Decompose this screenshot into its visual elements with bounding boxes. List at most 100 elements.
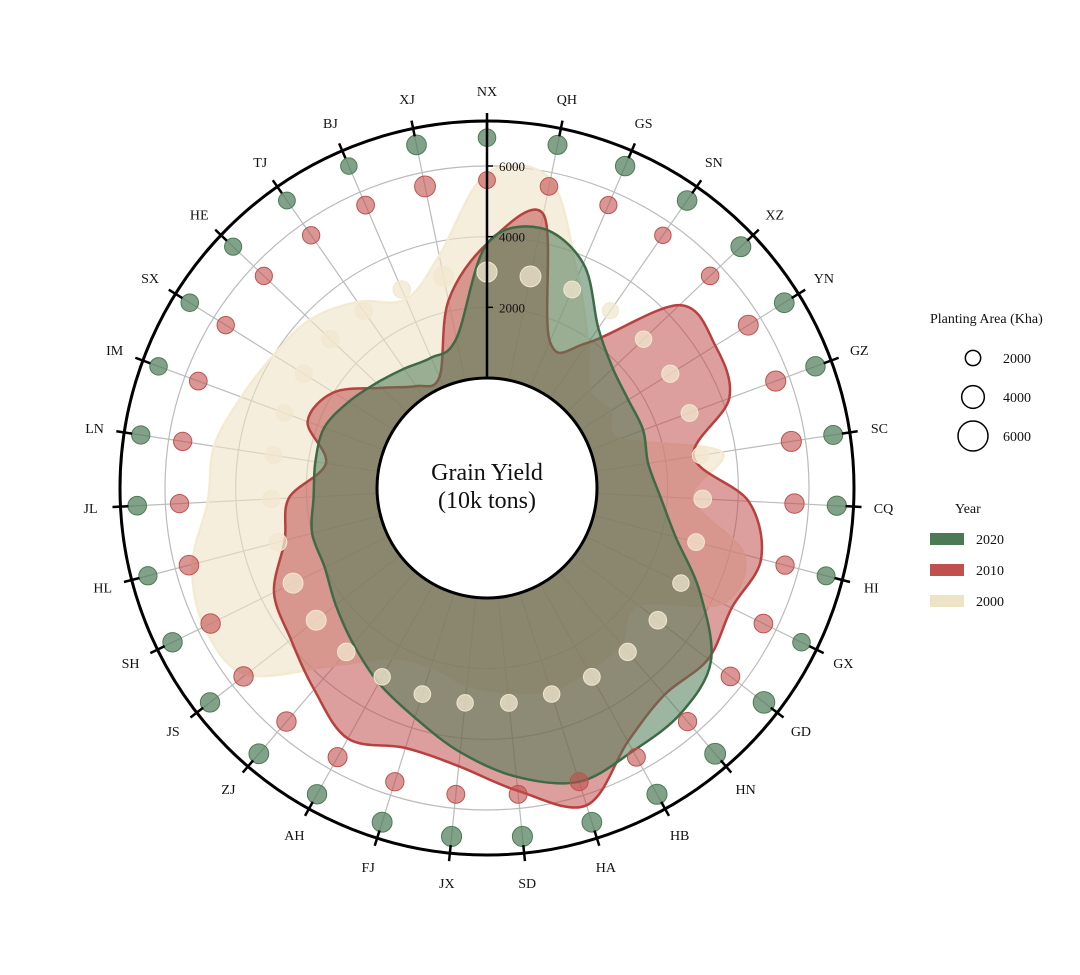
dot-2010-HB (626, 747, 646, 767)
dot-2000-HA (542, 685, 561, 703)
category-label-layer: NXQHGSSNXZYNGZSCCQHIGXGDHNHBHASDJXFJAHZJ… (84, 85, 894, 892)
dot-2010-ZJ (276, 711, 297, 732)
dot-2010-HI (775, 555, 795, 575)
dot-2000-HB (582, 667, 601, 686)
category-label-SD: SD (518, 877, 536, 892)
color-legend-label-2000: 2000 (976, 595, 1004, 610)
dot-2000-TJ (354, 301, 373, 320)
radial-tick-label-2000: 2000 (499, 300, 525, 315)
dot-2010-HN (677, 711, 698, 732)
radial-tick-label-4000: 4000 (499, 230, 525, 245)
dot-2000-GX (672, 574, 690, 592)
dot-2000-HN (618, 642, 637, 661)
dot-2020-JX (441, 825, 463, 848)
outer-tick-TJ (271, 179, 283, 195)
outer-tick-SC (841, 429, 858, 435)
color-legend-swatch-2020 (930, 533, 964, 545)
outer-tick-GD (770, 706, 785, 719)
dot-2000-XJ (432, 265, 455, 287)
dot-2020-GZ (805, 356, 826, 377)
color-legend-title: Year (955, 502, 981, 517)
outer-tick-JL (112, 504, 129, 509)
center-title-line1: Grain Yield (431, 460, 543, 486)
outer-tick-BJ (337, 142, 347, 159)
category-label-QH: QH (557, 93, 577, 108)
dot-2010-GZ (765, 370, 787, 392)
dot-2020-HL (138, 566, 158, 586)
outer-tick-SX (168, 288, 183, 300)
outer-tick-GS (627, 142, 637, 159)
category-label-FJ: FJ (362, 861, 376, 876)
category-label-SX: SX (141, 272, 159, 287)
color-legend: Year 2020 2010 2000 (930, 502, 1004, 610)
category-label-NX: NX (477, 85, 497, 100)
category-label-SC: SC (871, 422, 888, 437)
outer-tick-ZJ (241, 759, 255, 774)
category-label-HL: HL (93, 582, 112, 597)
category-label-GZ: GZ (850, 344, 869, 359)
outer-tick-HL (123, 576, 140, 584)
dot-2010-TJ (301, 226, 321, 245)
dot-2020-ZJ (248, 743, 270, 765)
dot-2000-SH (282, 572, 304, 594)
dot-2010-QH (539, 177, 559, 196)
center-circle (375, 376, 599, 600)
radial-tick-label-6000: 6000 (499, 159, 525, 174)
category-label-XZ: XZ (765, 208, 784, 223)
color-legend-label-2010: 2010 (976, 564, 1004, 579)
dot-2020-GS (614, 155, 636, 177)
dot-2010-SX (216, 315, 235, 335)
outer-tick-SD (522, 845, 527, 862)
dot-2010-HE (254, 266, 273, 285)
category-label-AH: AH (284, 829, 304, 844)
outer-tick-GX (808, 644, 825, 655)
category-label-TJ: TJ (253, 156, 268, 171)
dot-2020-SX (180, 293, 200, 312)
outer-tick-XZ (746, 228, 760, 242)
dot-2000-HE (321, 329, 340, 349)
dot-2010-GS (599, 196, 618, 215)
dot-2020-AH (306, 784, 328, 805)
size-legend-title: Planting Area (Kha) (930, 312, 1043, 327)
category-label-JX: JX (439, 877, 455, 892)
dot-2010-FJ (385, 772, 405, 792)
dot-2000-HI (687, 533, 706, 552)
dot-2020-LN (131, 425, 151, 445)
category-label-GX: GX (833, 657, 853, 672)
dot-2020-SN (676, 190, 698, 211)
category-label-GD: GD (791, 725, 811, 740)
dot-2010-XJ (414, 175, 436, 198)
dot-2000-SD (499, 693, 518, 712)
category-label-SN: SN (705, 156, 723, 171)
dot-2020-CQ (826, 495, 847, 516)
dot-2020-SH (162, 632, 183, 653)
dot-2010-JX (446, 784, 466, 804)
dot-2000-IM (275, 404, 294, 422)
outer-tick-HB (660, 801, 671, 817)
outer-tick-QH (558, 120, 564, 137)
dot-2010-AH (327, 747, 348, 768)
category-label-BJ: BJ (323, 117, 338, 132)
dot-2020-HA (581, 811, 603, 833)
size-legend-circle-4000 (960, 384, 986, 410)
dot-2000-XZ (634, 330, 653, 348)
dot-2020-IM (149, 357, 168, 376)
dot-2010-LN (173, 431, 193, 452)
dot-2020-YN (773, 292, 795, 314)
outer-tick-HI (834, 576, 851, 584)
category-label-HA: HA (596, 861, 617, 876)
category-label-HI: HI (864, 582, 879, 597)
dot-2000-FJ (413, 685, 432, 703)
dot-2010-SC (780, 430, 802, 452)
dot-2020-XZ (730, 236, 752, 258)
dot-2020-JL (127, 495, 147, 516)
size-legend-circle-2000 (964, 349, 982, 367)
category-label-LN: LN (85, 422, 104, 437)
color-legend-label-2020: 2020 (976, 533, 1004, 548)
dot-2010-SH (200, 613, 221, 634)
dot-2000-GD (648, 610, 668, 630)
dot-2020-JS (199, 692, 221, 713)
dot-2010-HL (178, 554, 200, 576)
dot-2010-GD (720, 666, 741, 687)
size-legend-label-6000: 6000 (1003, 430, 1031, 445)
